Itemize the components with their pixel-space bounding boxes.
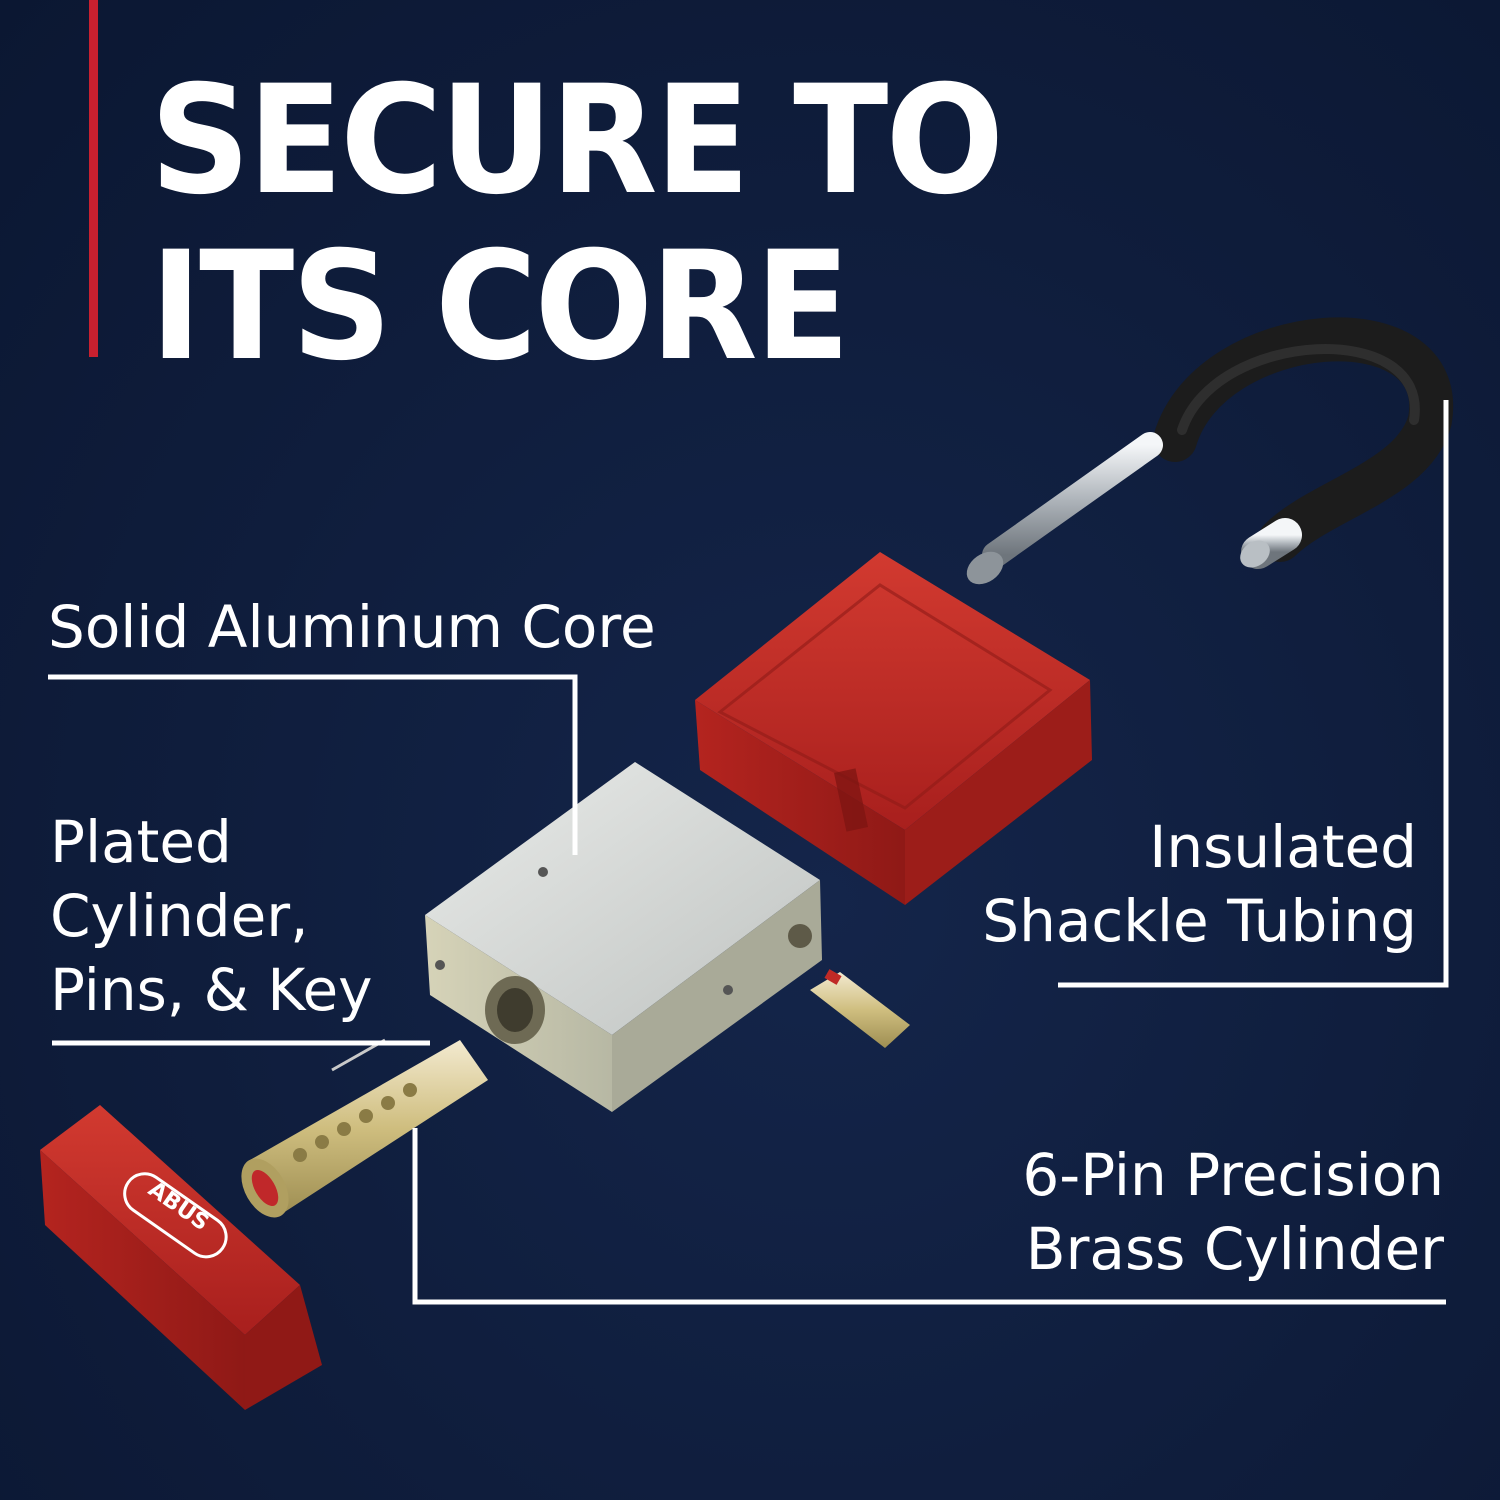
callout-plated-cylinder-line-3: Pins, & Key xyxy=(50,956,373,1024)
callout-shackle-tubing: Insulated Shackle Tubing xyxy=(982,810,1417,958)
leader-shackle-tubing xyxy=(1058,400,1449,988)
headline: SECURE TO ITS CORE xyxy=(150,54,1004,394)
brass-cylinder-icon xyxy=(241,1038,488,1218)
callout-plated-cylinder-line-2: Cylinder, xyxy=(50,882,309,950)
locking-bolt-icon xyxy=(810,969,910,1048)
headline-line-2: ITS CORE xyxy=(150,220,850,394)
shackle-icon xyxy=(966,317,1454,585)
aluminum-core-icon xyxy=(425,762,822,1112)
callout-brass-cylinder-line-1: 6-Pin Precision xyxy=(1022,1141,1444,1209)
callout-shackle-tubing-line-2: Shackle Tubing xyxy=(982,887,1417,955)
callout-plated-cylinder-line-1: Plated xyxy=(50,808,232,876)
leader-aluminum-core xyxy=(48,674,578,855)
callout-brass-cylinder: 6-Pin Precision Brass Cylinder xyxy=(1022,1138,1444,1286)
callout-brass-cylinder-line-2: Brass Cylinder xyxy=(1025,1215,1444,1283)
bumper-cap-icon xyxy=(40,1105,322,1410)
accent-bar xyxy=(89,0,98,357)
headline-line-1: SECURE TO xyxy=(150,54,1004,228)
callout-plated-cylinder: Plated Cylinder, Pins, & Key xyxy=(50,805,372,1027)
padlock-body-icon xyxy=(695,552,1092,905)
callout-shackle-tubing-line-1: Insulated xyxy=(1149,813,1417,881)
leader-brass-cylinder xyxy=(412,1128,1446,1305)
callout-aluminum-core: Solid Aluminum Core xyxy=(48,593,656,661)
